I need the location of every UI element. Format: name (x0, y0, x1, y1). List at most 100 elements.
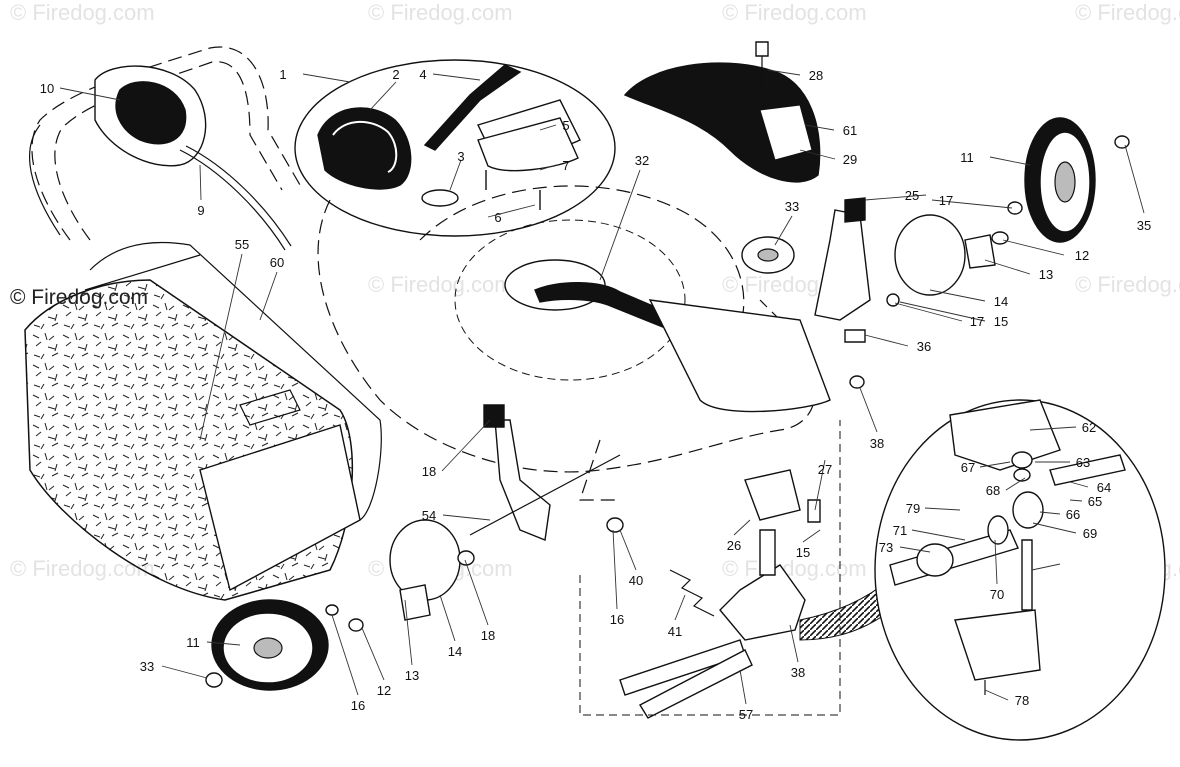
callout-32: 32 (635, 153, 649, 168)
leader-line (984, 259, 1031, 275)
transmission (579, 420, 841, 719)
callout-7: 7 (562, 158, 569, 173)
callout-2: 2 (392, 67, 399, 82)
leader-line (804, 124, 835, 131)
leader-line (1002, 239, 1065, 256)
mower-deck (317, 185, 831, 501)
leader-line (899, 546, 931, 553)
handle-assembly (29, 46, 301, 251)
leader-line (1005, 477, 1026, 491)
leader-line (1029, 426, 1077, 431)
leader-line (1124, 144, 1145, 214)
leader-line (539, 164, 557, 171)
watermark-label: © Firedog.com (10, 286, 148, 309)
leader-line (674, 594, 686, 621)
callout-27: 27 (818, 462, 832, 477)
leader-line (199, 253, 243, 441)
leader-line (206, 641, 241, 646)
leader-line (864, 334, 909, 347)
callout-15: 15 (796, 545, 810, 560)
callout-66: 66 (1066, 507, 1080, 522)
callout-10: 10 (40, 81, 54, 96)
callout-29: 29 (843, 152, 857, 167)
callout-18: 18 (422, 464, 436, 479)
callout-69: 69 (1083, 526, 1097, 541)
leader-line (1069, 481, 1089, 488)
callout-78: 78 (1015, 693, 1029, 708)
leader-line (911, 529, 966, 541)
leader-line (487, 204, 536, 218)
leader-line (859, 387, 878, 433)
leader-line (894, 302, 963, 322)
callout-73: 73 (879, 540, 893, 555)
leader-line (814, 459, 826, 511)
leader-line (799, 149, 836, 160)
callout-12: 12 (377, 683, 391, 698)
leader-line (994, 539, 998, 585)
leader-line (802, 529, 821, 543)
leader-line (161, 665, 208, 679)
leader-line (599, 169, 641, 281)
callout-16: 16 (610, 612, 624, 627)
leader-line (612, 529, 618, 610)
rear-wheel-right (1024, 117, 1130, 243)
leader-line (199, 164, 202, 201)
watermark-faint: © Firedog.com (10, 0, 155, 25)
leader-line (1032, 522, 1077, 534)
callout-35: 35 (1137, 218, 1151, 233)
leader-line (59, 87, 121, 101)
leader-line (441, 419, 491, 472)
belt-cover (623, 41, 821, 183)
callout-36: 36 (917, 339, 931, 354)
front-wheel-left (205, 599, 329, 691)
leader-line (984, 689, 1009, 701)
hardware (325, 197, 1023, 632)
leader-line (464, 559, 489, 626)
callout-61: 61 (843, 123, 857, 138)
callout-17: 17 (939, 193, 953, 208)
leader-line (979, 461, 1011, 468)
callout-33: 33 (140, 659, 154, 674)
leader-line (331, 614, 359, 696)
leader-line (619, 529, 637, 571)
leader-line (442, 514, 491, 521)
leader-line (259, 271, 278, 321)
leader-line (1039, 511, 1061, 515)
leader-line (432, 73, 481, 81)
callout-38: 38 (870, 436, 884, 451)
callout-57: 57 (739, 707, 753, 722)
leader-line (733, 519, 751, 536)
leader-line (767, 69, 801, 76)
leader-line (404, 599, 413, 666)
callout-33: 33 (785, 199, 799, 214)
watermark-faint: © Firedog.com (722, 0, 867, 25)
leader-lines (59, 69, 1145, 705)
callout-71: 71 (893, 523, 907, 538)
callout-14: 14 (448, 644, 462, 659)
callout-14: 14 (994, 294, 1008, 309)
callout-62: 62 (1082, 420, 1096, 435)
callout-68: 68 (986, 483, 1000, 498)
callout-40: 40 (629, 573, 643, 588)
leader-line (989, 156, 1031, 166)
callout-9: 9 (197, 203, 204, 218)
leader-line (539, 124, 557, 131)
leader-line (439, 594, 456, 642)
callout-70: 70 (990, 587, 1004, 602)
leader-line (924, 507, 961, 511)
leader-line (361, 627, 385, 681)
callout-5: 5 (562, 118, 569, 133)
callout-65: 65 (1088, 494, 1102, 509)
callout-26: 26 (727, 538, 741, 553)
leader-line (302, 73, 351, 83)
leader-line (739, 669, 747, 705)
leader-line (929, 289, 986, 302)
callout-11: 11 (960, 150, 974, 165)
callout-64: 64 (1097, 480, 1111, 495)
watermark-faint: © Firedog.com (368, 272, 513, 297)
callout-63: 63 (1076, 455, 1090, 470)
callout-6: 6 (494, 210, 501, 225)
callout-11: 11 (186, 635, 200, 650)
